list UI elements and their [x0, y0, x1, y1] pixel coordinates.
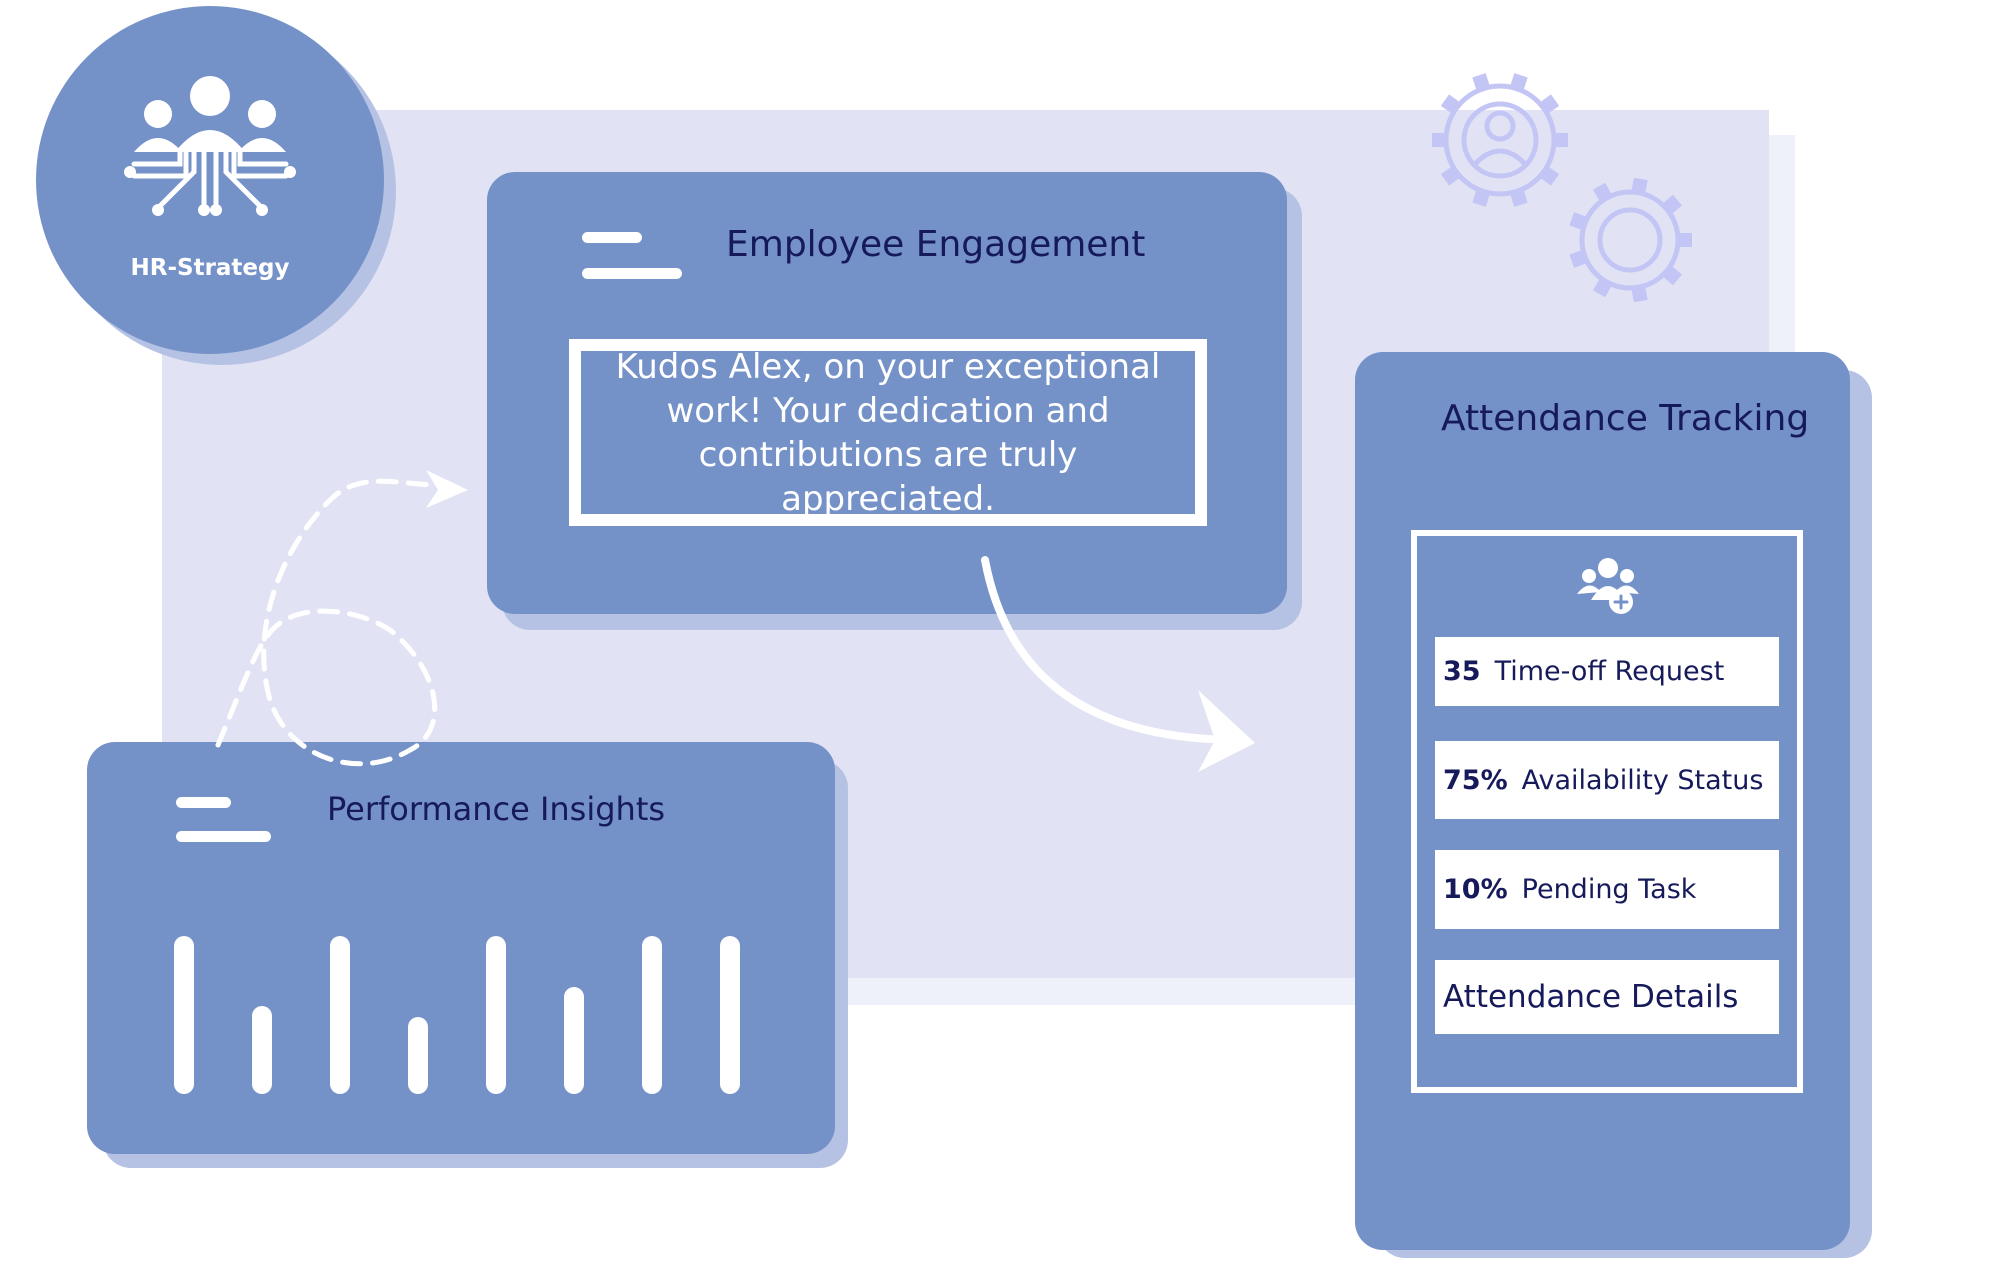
time-off-request-item[interactable]: 35 Time-off Request — [1435, 637, 1779, 706]
kudos-message: Kudos Alex, on your exceptional work! Yo… — [615, 346, 1161, 519]
performance-bar — [486, 936, 506, 1094]
time-off-label: Time-off Request — [1494, 656, 1725, 687]
menu-lines-icon-bottom — [176, 831, 271, 842]
attendance-frame: 35 Time-off Request 75% Availability Sta… — [1411, 530, 1803, 1093]
performance-bar — [720, 936, 740, 1094]
logo-circle — [36, 6, 384, 354]
availability-label: Availability Status — [1521, 764, 1764, 796]
attendance-details-label: Attendance Details — [1443, 979, 1739, 1015]
attendance-title: Attendance Tracking — [1441, 398, 1810, 439]
attendance-card: Attendance Tracking 35 Time-off Request … — [1355, 352, 1850, 1250]
availability-status-item[interactable]: 75% Availability Status — [1435, 741, 1779, 819]
logo-label: HR-Strategy — [130, 255, 290, 281]
performance-bar — [252, 1006, 272, 1094]
performance-bar — [174, 936, 194, 1094]
gears-person-icon — [1432, 73, 1692, 303]
performance-bar — [408, 1017, 428, 1094]
pending-task-value: 10% — [1443, 874, 1508, 905]
attendance-details-button[interactable]: Attendance Details — [1435, 960, 1779, 1034]
engagement-card: Employee Engagement Kudos Alex, on your … — [487, 172, 1287, 614]
performance-title: Performance Insights — [327, 790, 666, 828]
engagement-title: Employee Engagement — [726, 224, 1146, 265]
menu-lines-icon — [582, 232, 642, 243]
pending-task-item[interactable]: 10% Pending Task — [1435, 850, 1779, 929]
menu-lines-icon-bottom — [582, 268, 682, 279]
performance-bars — [174, 936, 740, 1094]
team-network-icon — [124, 76, 296, 216]
availability-value: 75% — [1443, 764, 1508, 796]
performance-bar — [642, 936, 662, 1094]
team-add-icon — [1577, 558, 1639, 614]
kudos-message-box: Kudos Alex, on your exceptional work! Yo… — [569, 339, 1207, 526]
performance-bar — [330, 936, 350, 1094]
pending-task-label: Pending Task — [1521, 874, 1697, 905]
performance-bar — [564, 987, 584, 1094]
time-off-count: 35 — [1443, 656, 1481, 687]
performance-card: Performance Insights — [87, 742, 835, 1154]
menu-lines-icon — [176, 797, 231, 808]
